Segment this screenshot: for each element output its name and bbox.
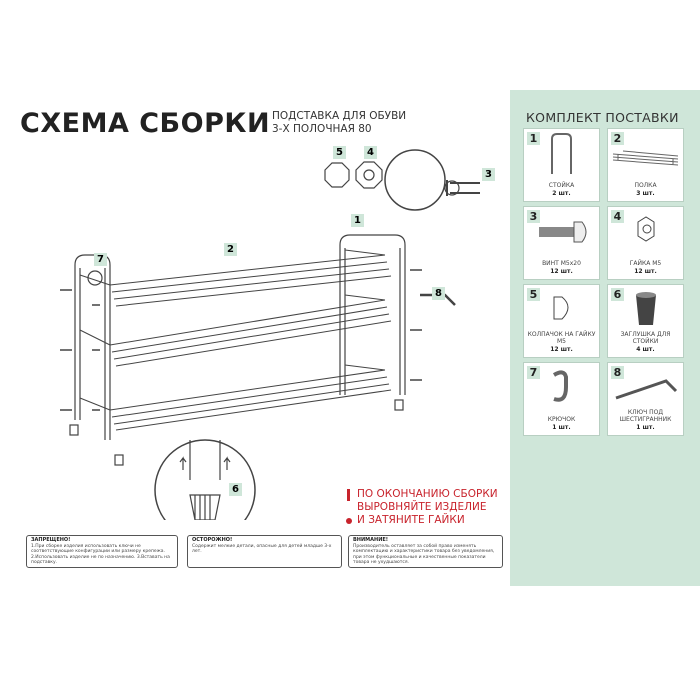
warning-attention: ВНИМАНИЕ!Производитель оставляет за собо…: [348, 535, 503, 568]
item-name: ГАЙКА М5: [629, 260, 662, 267]
notice-line: ВЫРОВНЯЙТЕ ИЗДЕЛИЕ: [357, 501, 487, 513]
item-name: КЛЮЧ ПОД ШЕСТИГРАННИК: [619, 408, 672, 424]
warning-forbidden: ЗАПРЕЩЕНО!1.При сборке изделия использов…: [26, 535, 178, 568]
item-qty: 1 шт.: [552, 423, 571, 431]
item-qty: 12 шт.: [550, 267, 573, 275]
hex-key-icon: [615, 379, 678, 400]
item-number: 7: [527, 366, 540, 379]
hardware-exploded-view: [324, 149, 480, 306]
item-number: 4: [611, 210, 624, 223]
callout-5: 5: [333, 146, 346, 159]
item-name: КОЛПАЧОК НА ГАЙКУ М5: [527, 330, 596, 346]
page-title: СХЕМА СБОРКИ: [20, 108, 271, 139]
callout-7: 7: [94, 253, 107, 266]
item-name: СТОЙКА: [548, 182, 575, 189]
item-number: 2: [611, 132, 624, 145]
stand-icon: [551, 133, 572, 174]
item-name: ЗАГЛУШКА ДЛЯ СТОЙКИ: [620, 330, 671, 346]
foot-plug-icon: [636, 292, 656, 325]
callout-6: 6: [229, 483, 242, 496]
item-qty: 2 шт.: [552, 189, 571, 197]
item-qty: 3 шт.: [636, 189, 655, 197]
subtitle-line: 3-Х ПОЛОЧНАЯ 80: [272, 123, 372, 135]
final-notice: ПО ОКОНЧАНИЮ СБОРКИ ВЫРОВНЯЙТЕ ИЗДЕЛИЕ И…: [345, 488, 498, 527]
rack-illustration: [74, 234, 406, 440]
product-subtitle: ПОДСТАВКА ДЛЯ ОБУВИ 3-Х ПОЛОЧНАЯ 80: [272, 110, 406, 136]
nut-icon: [637, 216, 655, 242]
item-name: ПОЛКА: [634, 182, 657, 189]
callout-3: 3: [482, 168, 495, 181]
callout-2: 2: [224, 243, 237, 256]
foot-detail: [154, 439, 256, 520]
callout-4: 4: [364, 146, 377, 159]
item-number: 1: [527, 132, 540, 145]
notice-line: И ЗАТЯНИТЕ ГАЙКИ: [345, 514, 498, 527]
item-name: ВИНТ М5х20: [542, 260, 581, 267]
notice-line: ПО ОКОНЧАНИЮ СБОРКИ: [345, 488, 498, 501]
warning-caution: ОСТОРОЖНО!Содержит мелкие детали, опасны…: [187, 535, 342, 568]
hook-icon: [552, 370, 568, 402]
callout-8: 8: [432, 287, 445, 300]
item-qty: 1 шт.: [636, 423, 655, 431]
item-qty: 4 шт.: [636, 345, 655, 353]
item-number: 5: [527, 288, 540, 301]
shelf-icon: [612, 150, 679, 166]
callout-1: 1: [351, 214, 364, 227]
item-qty: 12 шт.: [550, 345, 573, 353]
cap-nut-icon: [553, 296, 569, 320]
item-qty: 12 шт.: [634, 267, 657, 275]
item-number: 6: [611, 288, 624, 301]
item-number: 8: [611, 366, 624, 379]
screw-icon: [539, 221, 587, 243]
subtitle-line: ПОДСТАВКА ДЛЯ ОБУВИ: [272, 110, 407, 122]
assembly-drawing: [60, 149, 480, 520]
item-number: 3: [527, 210, 540, 223]
item-name: КРЮЧОК: [547, 416, 576, 423]
kit-title: КОМПЛЕКТ ПОСТАВКИ: [526, 110, 679, 125]
